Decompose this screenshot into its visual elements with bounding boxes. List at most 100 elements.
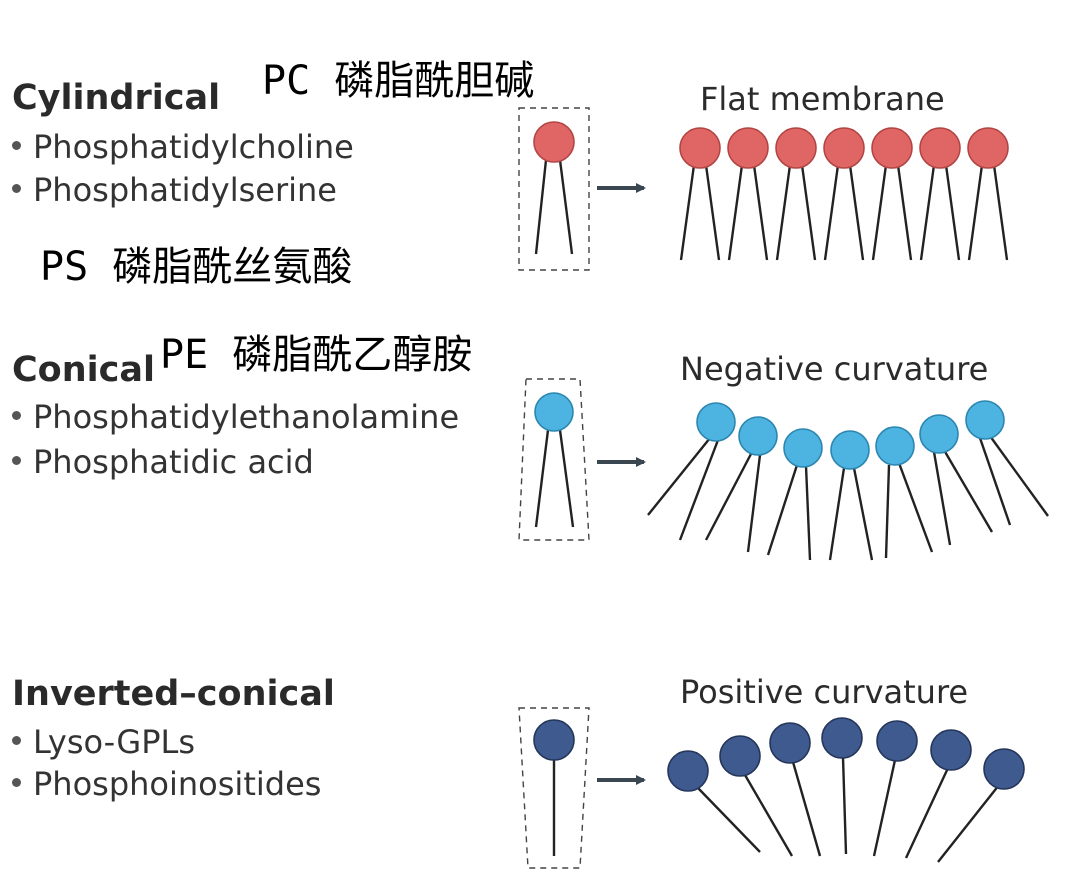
lipid-tail — [978, 437, 1012, 526]
lipid — [719, 735, 794, 857]
lipid — [937, 748, 1025, 863]
lipid-tail — [937, 784, 1000, 863]
lipid-head — [667, 750, 709, 792]
lipid-inverted-conical — [533, 719, 575, 856]
annotation-pc: PC 磷脂酰胆碱 — [262, 58, 535, 104]
lipid-tail — [804, 465, 812, 561]
lipid — [766, 428, 823, 561]
positive-curvature-membrane — [667, 717, 1025, 863]
lipid-tail — [848, 164, 865, 261]
lipid-tail — [727, 164, 744, 261]
lipid-tail — [775, 164, 792, 261]
annotation-ps: PS 磷脂酰丝氨酸 — [40, 244, 353, 290]
lipid-tail — [989, 435, 1049, 517]
lipid — [871, 127, 913, 261]
lipid-tail — [967, 164, 984, 261]
lipid-tail — [897, 462, 934, 553]
lipid-tail — [823, 164, 840, 261]
list-item-label: Phosphatidic acid — [33, 443, 314, 481]
lipid — [919, 414, 994, 546]
lipid — [875, 426, 934, 559]
list-item-label: Phosphatidylethanolamine — [33, 398, 460, 436]
lipid-head — [769, 722, 811, 764]
lipid — [919, 127, 961, 261]
list-item-label: Phosphatidylserine — [33, 171, 337, 209]
list-item: Lyso-GPLs — [12, 723, 195, 761]
lipid — [775, 127, 817, 261]
lipid-head — [919, 414, 959, 454]
shape-frame-cylindrical — [518, 107, 590, 271]
lipid-head — [930, 729, 972, 771]
panel-title-negative: Negative curvature — [680, 350, 989, 388]
lipid-tail — [534, 429, 550, 528]
lipid-head — [719, 735, 761, 777]
lipid — [704, 416, 778, 553]
lipid — [769, 722, 822, 857]
heading-conical: Conical — [12, 350, 156, 390]
heading-inverted-conical: Inverted–conical — [12, 674, 335, 714]
lipid-tail — [743, 774, 794, 857]
lipid-tail — [704, 451, 754, 541]
lipid — [647, 402, 736, 541]
panel-title-positive: Positive curvature — [680, 673, 969, 711]
lipid-head — [871, 127, 913, 169]
lipid — [967, 127, 1009, 261]
lipid-head — [533, 719, 575, 761]
lipid-head — [876, 720, 918, 762]
lipid-tail — [919, 164, 936, 261]
lipid-head — [783, 428, 823, 468]
list-item-label: Phosphoinositides — [33, 765, 322, 803]
shape-frame-inverted-conical — [518, 707, 590, 869]
list-item: Phosphatidic acid — [12, 443, 314, 481]
lipid-head — [919, 127, 961, 169]
lipid-head — [965, 400, 1005, 440]
lipid-head — [823, 127, 865, 169]
lipid-cylindrical — [533, 121, 575, 255]
lipid — [727, 127, 769, 261]
flat-membrane — [679, 127, 1009, 261]
bullet-dot — [12, 410, 21, 420]
lipid-tail — [872, 759, 897, 857]
lipid — [904, 729, 972, 859]
bullet-dot — [12, 183, 21, 193]
lipid-tail — [992, 164, 1009, 261]
lipid-conical — [534, 392, 575, 528]
list-item: Phosphatidylethanolamine — [12, 398, 459, 436]
lipid — [667, 750, 761, 853]
shape-frame-conical — [518, 378, 590, 541]
lipid-tail — [647, 437, 711, 516]
lipid-head — [875, 426, 915, 466]
annotation-pe: PE 磷脂酰乙醇胺 — [160, 332, 473, 378]
bullet-dot — [12, 777, 21, 787]
lipid-tail — [828, 467, 846, 561]
lipid — [828, 430, 874, 561]
lipid — [872, 720, 918, 857]
lipid-tail — [697, 787, 761, 853]
lipid-head — [533, 121, 575, 163]
lipid-tail — [534, 159, 548, 255]
list-item: Phosphoinositides — [12, 765, 321, 803]
lipid-tail — [746, 454, 762, 553]
lipid-tail — [558, 159, 574, 255]
lipid — [679, 127, 721, 261]
panel-title-flat: Flat membrane — [700, 80, 945, 118]
lipid-tail — [944, 164, 961, 261]
lipid-tail — [852, 467, 874, 561]
lipid-tail — [558, 429, 575, 528]
lipid-head — [821, 717, 863, 759]
lipid-tail — [896, 164, 913, 261]
heading-cylindrical: Cylindrical — [12, 78, 221, 118]
lipid — [823, 127, 865, 261]
list-item-label: Phosphatidylcholine — [33, 128, 354, 166]
negative-curvature-membrane — [647, 400, 1049, 561]
bullet-dot — [12, 735, 21, 745]
lipid — [965, 400, 1049, 526]
bullet-dot — [12, 455, 21, 465]
lipid-head — [830, 430, 870, 470]
list-item: Phosphatidylserine — [12, 171, 337, 209]
lipid-tail — [841, 756, 848, 855]
lipid-tail — [791, 761, 822, 857]
list-item-label: Lyso-GPLs — [33, 723, 195, 761]
lipid-head — [775, 127, 817, 169]
